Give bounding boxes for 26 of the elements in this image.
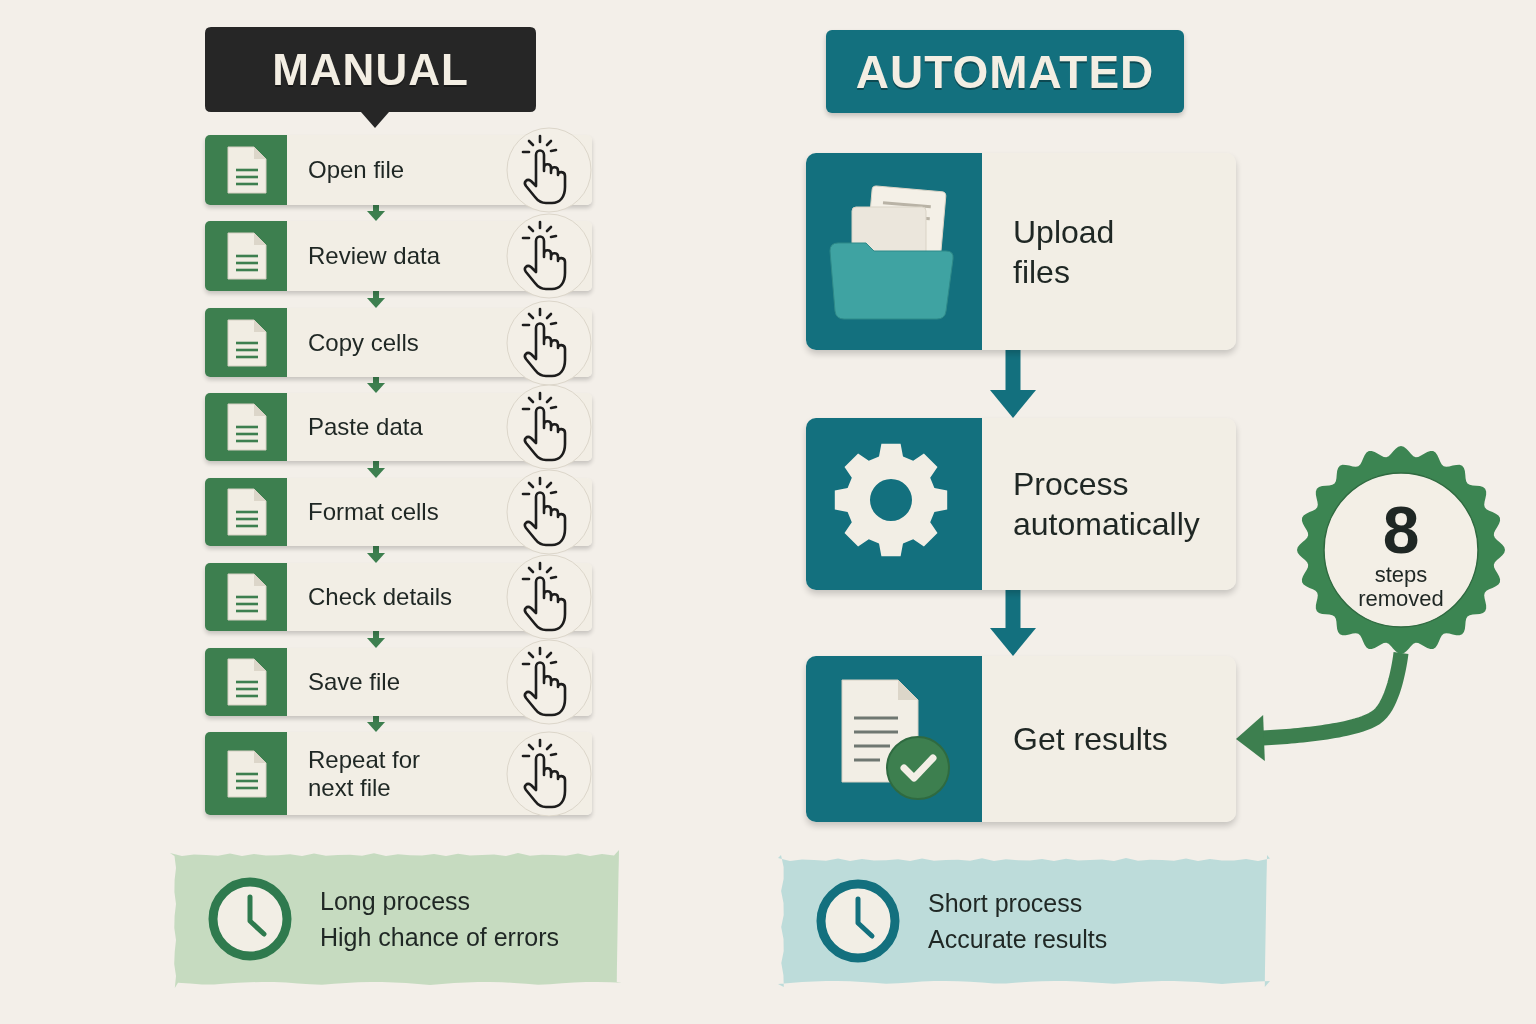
process-step-card xyxy=(806,418,1236,590)
summary-text: Short process xyxy=(928,887,1084,919)
speech-bubble-banner xyxy=(205,27,536,128)
step-label: Check details xyxy=(308,583,454,611)
step-label: Open file xyxy=(308,156,406,184)
scalloped-badge xyxy=(1296,445,1506,655)
step-label: Save file xyxy=(308,668,402,696)
badge-number: 8 xyxy=(1382,496,1420,563)
step-label: Copy cells xyxy=(308,328,420,357)
section-heading: MANUAL xyxy=(272,44,469,95)
summary-text: Accurate results xyxy=(928,924,1108,955)
process-step-card xyxy=(806,153,1236,350)
step-label: Paste data xyxy=(308,413,424,441)
step-label: Review data xyxy=(308,242,442,270)
step-label: Repeat for next file xyxy=(308,745,422,802)
process-step-bar xyxy=(205,732,592,815)
step-label: Upload files xyxy=(1013,212,1116,292)
step-label: Format cells xyxy=(308,498,440,526)
process-step-card xyxy=(806,656,1236,822)
badge-label: steps removed xyxy=(1357,562,1445,612)
step-label: Process automatically xyxy=(1013,465,1201,544)
step-label: Get results xyxy=(1013,720,1169,759)
section-heading: AUTOMATED xyxy=(855,44,1155,99)
summary-text: High chance of errors xyxy=(320,922,559,953)
title-banner xyxy=(826,30,1184,113)
summary-text: Long process xyxy=(320,885,472,917)
